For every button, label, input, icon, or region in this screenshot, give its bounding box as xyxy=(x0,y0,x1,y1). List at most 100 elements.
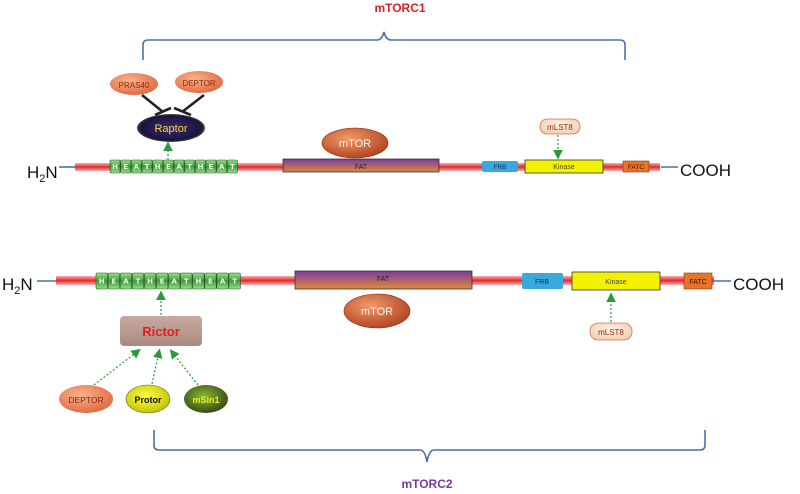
mtorc2-kinase-label: Kinase xyxy=(605,279,627,286)
mtorc2-kinase-domain xyxy=(571,271,661,291)
mtorc2-heat-box xyxy=(95,272,108,290)
mtorc1-heat-letter: H xyxy=(155,163,161,171)
mtorc2-heat-letter: H xyxy=(99,278,105,286)
mtorc1-kinase-domain xyxy=(524,159,604,174)
mtorc1-heat-box xyxy=(184,159,196,174)
mtorc2-heat-box xyxy=(180,272,193,290)
mtorc2-mtor-label: mTOR xyxy=(361,306,393,318)
mtorc1-heat-letter: T xyxy=(145,163,150,171)
mtorc2-heat-box xyxy=(192,272,205,290)
mtorc1-heat-letter: E xyxy=(209,163,214,171)
mtorc2-mtor-oval xyxy=(343,293,411,329)
mtorc2-heat-letter: T xyxy=(136,278,141,286)
mtorc1-inhibition-marks xyxy=(141,93,205,117)
mtorc1-fat-label: FAT xyxy=(355,164,368,171)
mtorc1-pras40-label: PRAS40 xyxy=(119,81,150,90)
mtorc2-fatc-label: FATC xyxy=(689,279,706,286)
mtorc1-title: mTORC1 xyxy=(374,1,425,15)
mtorc2-protor xyxy=(125,384,171,414)
mtorc1-heat-box xyxy=(120,159,132,174)
mtorc2-fat-label: FAT xyxy=(377,276,390,283)
mtorc1-n-terminus: H2N xyxy=(27,163,58,185)
mtorc2-heat-letter: A xyxy=(220,278,226,286)
mtorc2-n-terminus: H2N xyxy=(2,275,33,297)
mtorc1-fatc-label: FATC xyxy=(628,164,644,171)
mtorc1-raptor xyxy=(137,114,205,142)
mtorc2-heat-letter: H xyxy=(195,278,201,286)
mtorc1-mlst8-label: mLST8 xyxy=(547,123,573,132)
mtorc2-heat-letter: T xyxy=(232,278,237,286)
mtorc1-mtor-label: mTOR xyxy=(339,138,371,150)
mtorc1-mlst8 xyxy=(539,118,581,135)
mtorc2-heat-box xyxy=(144,272,157,290)
mtorc1-heat-box xyxy=(195,159,206,174)
mtorc1-heat-box xyxy=(227,159,238,174)
mtorc1-heat-box xyxy=(205,159,217,174)
mtorc1-heat-letter: H xyxy=(112,163,118,171)
mtorc1-heat-box xyxy=(141,159,153,174)
mtorc1-pras40 xyxy=(110,73,158,95)
mtorc2-heat-box xyxy=(131,272,145,290)
mtorc1-heat-letter: A xyxy=(219,163,225,171)
mtorc2-protor-label: Protor xyxy=(135,395,162,405)
mtorc1-bracket xyxy=(142,31,626,60)
mtorc1-frb-domain xyxy=(482,161,518,172)
mtorc1-deptor-label: DEPTOR xyxy=(182,79,215,88)
mtorc2-title: mTORC2 xyxy=(401,477,452,491)
mtorc1-deptor xyxy=(175,71,223,93)
mtorc1-heat-letter: T xyxy=(230,163,235,171)
mtorc2-heat-letter: E xyxy=(111,278,116,286)
mtorc2-binding-arrows xyxy=(93,348,199,386)
mtorc2-msin1 xyxy=(184,385,228,413)
mtorc2-frb-domain xyxy=(522,273,563,289)
mtorc2-fatc-domain xyxy=(683,272,713,290)
mtorc1-fatc-domain xyxy=(622,160,650,173)
mtorc2-heat-letter: H xyxy=(147,278,153,286)
mtorc2-c-terminus: COOH xyxy=(733,275,784,294)
mtorc1-heat-box xyxy=(152,159,164,174)
mtorc2-rictor-label: Rictor xyxy=(142,324,180,339)
mtorc2-heat-box xyxy=(228,272,241,290)
mtorc2-heat-letter: E xyxy=(160,278,165,286)
mtorc2-fat-domain xyxy=(294,270,473,290)
mtorc2-bracket xyxy=(153,430,706,463)
mtorc2-heat-box xyxy=(168,272,181,290)
mtorc2-heat-box xyxy=(204,272,217,290)
mtorc2-frb-label: FRB xyxy=(535,279,549,286)
mtorc1-heat-box xyxy=(173,159,185,174)
mtorc2-msin1-label: mSin1 xyxy=(192,395,219,405)
mtorc1-heat-letter: E xyxy=(166,163,171,171)
mtorc1-heat-box xyxy=(131,159,142,174)
mtorc2-heat-box xyxy=(216,272,229,290)
mtorc1-fat-domain xyxy=(282,158,440,173)
mtorc1-heat-box xyxy=(216,159,228,174)
mtorc2-heat-letter: T xyxy=(184,278,189,286)
mtorc1-heat-letter: T xyxy=(187,163,192,171)
mtorc1-mtor-oval xyxy=(321,127,389,159)
mtorc1-heat-box xyxy=(109,159,121,174)
mtorc1-heat-letter: A xyxy=(176,163,182,171)
mtorc2-heat-letter: A xyxy=(172,278,178,286)
mtorc1-heat-letter: H xyxy=(197,163,203,171)
mtorc2-deptor-label: DEPTOR xyxy=(68,395,103,405)
mtorc1-c-terminus: COOH xyxy=(680,161,731,180)
mtorc2-mlst8 xyxy=(589,322,633,341)
mtorc2-heat-box xyxy=(119,272,132,290)
mtorc1-heat-letter: A xyxy=(134,163,140,171)
mtorc2-deptor xyxy=(59,385,113,413)
mtorc2-heat-box xyxy=(107,272,120,290)
mtorc2-mlst8-label: mLST8 xyxy=(598,328,624,337)
mtorc1-heat-letter: E xyxy=(123,163,128,171)
mtorc2-heat-box xyxy=(156,272,169,290)
mtorc2-heat-letter: E xyxy=(208,278,213,286)
mtorc1-kinase-label: Kinase xyxy=(553,164,575,171)
mtorc1-frb-label: FRB xyxy=(494,164,507,171)
mtorc2-rictor xyxy=(120,316,202,346)
mtorc2-heat-letter: A xyxy=(123,278,129,286)
mtorc1-raptor-label: Raptor xyxy=(154,123,187,135)
